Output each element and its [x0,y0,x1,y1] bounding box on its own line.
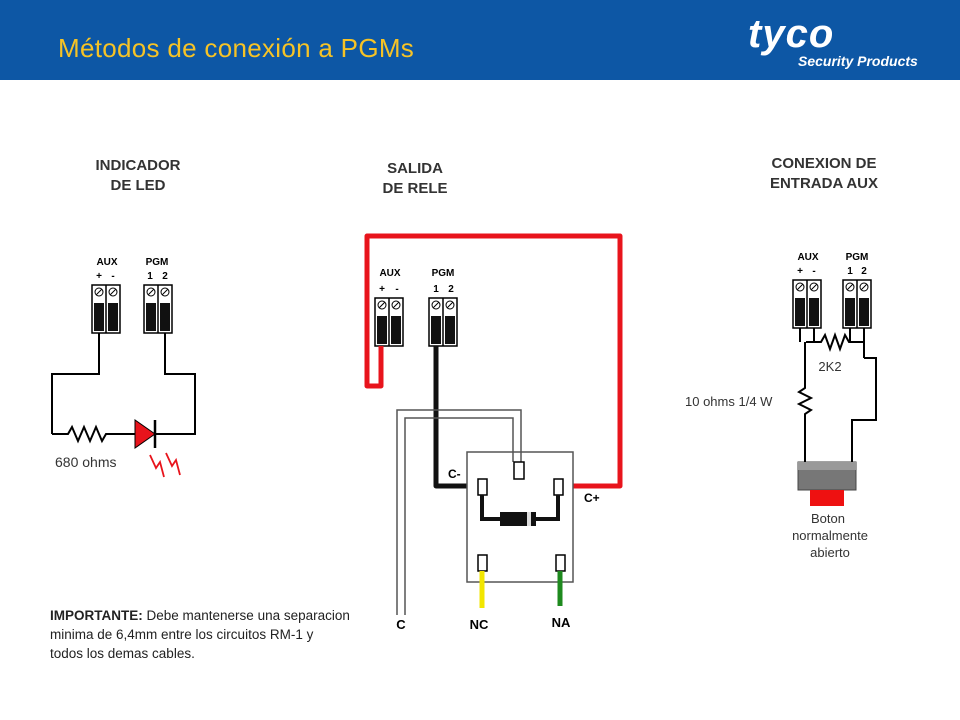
relay-nc-label: NC [470,617,489,632]
aux-button-line2: normalmente [792,528,868,543]
led-aux-terminal [91,284,121,334]
header-bar: Métodos de conexión a PGMs tyco Security… [0,0,960,80]
aux-input-section: CONEXION DE ENTRADA AUX AUX PGM + - 1 2 … [685,155,878,560]
led-pgm-pin1: 1 [147,271,153,282]
led-aux-label: AUX [96,257,117,268]
aux-title-line1: CONEXION DE [771,155,876,172]
page-title: Métodos de conexión a PGMs [58,33,415,63]
relay-pgm-pin2: 2 [448,284,454,295]
relay-c-minus-label: C- [448,467,461,481]
relay-pgm-terminal [428,297,458,347]
led-title-line1: INDICADOR [96,157,181,174]
led-aux-minus: - [111,271,114,282]
relay-title-line1: SALIDA [387,160,443,177]
relay-na-label: NA [552,615,571,630]
aux-button-red [810,490,844,506]
led-pgm-label: PGM [146,257,169,268]
relay-title-line2: DE RELE [382,180,447,197]
aux-pgm-pin1: 1 [847,266,853,277]
wiring-diagram: INDICADOR DE LED AUX PGM + - 1 2 680 ohm… [51,155,878,632]
tyco-logo: tyco [748,12,835,56]
aux-aux-minus: - [812,266,815,277]
important-note: IMPORTANTE: Debe mantenerse una separaci… [50,606,350,663]
relay-section: SALIDA DE RELE AUX PGM + - 1 2 C- [364,160,623,632]
note-text: Debe mantenerse una separacion minima de… [50,608,350,661]
note-bold-label: IMPORTANTE: [50,608,143,623]
aux-resistor-2k2-label: 2K2 [818,359,841,374]
relay-aux-plus: + [379,284,385,295]
relay-pgm-label: PGM [432,268,455,279]
aux-aux-terminal [792,279,822,329]
aux-title-line2: ENTRADA AUX [770,175,878,192]
led-diode-icon [134,419,156,449]
led-resistor [52,424,135,444]
relay-aux-minus: - [395,284,398,295]
led-resistor-label: 680 ohms [55,454,116,470]
relay-aux-label: AUX [379,268,400,279]
aux-pgm-label: PGM [846,252,869,263]
led-aux-plus: + [96,271,102,282]
relay-c-label: C [396,617,406,632]
aux-resistor-10-label: 10 ohms 1/4 W [685,394,773,409]
relay-pgm-pin1: 1 [433,284,439,295]
relay-black-wire [433,346,478,489]
tyco-logo-subtitle: Security Products [798,53,918,69]
aux-button-line3: abierto [810,545,850,560]
led-section: INDICADOR DE LED AUX PGM + - 1 2 680 ohm… [51,157,196,478]
aux-pgm-pin2: 2 [861,266,867,277]
aux-pgm-terminal [842,279,872,329]
led-pgm-pin2: 2 [162,271,168,282]
relay-aux-terminal [374,297,404,347]
relay-red-wire [364,233,623,489]
aux-resistor-10ohm [796,342,814,428]
relay-c-plus-label: C+ [584,491,600,505]
led-title-line2: DE LED [110,177,165,194]
aux-resistor-2k2 [806,332,864,352]
aux-aux-label: AUX [797,252,818,263]
aux-aux-plus: + [797,266,803,277]
led-pgm-terminal [143,284,173,334]
aux-button-line1: Boton [811,511,845,526]
